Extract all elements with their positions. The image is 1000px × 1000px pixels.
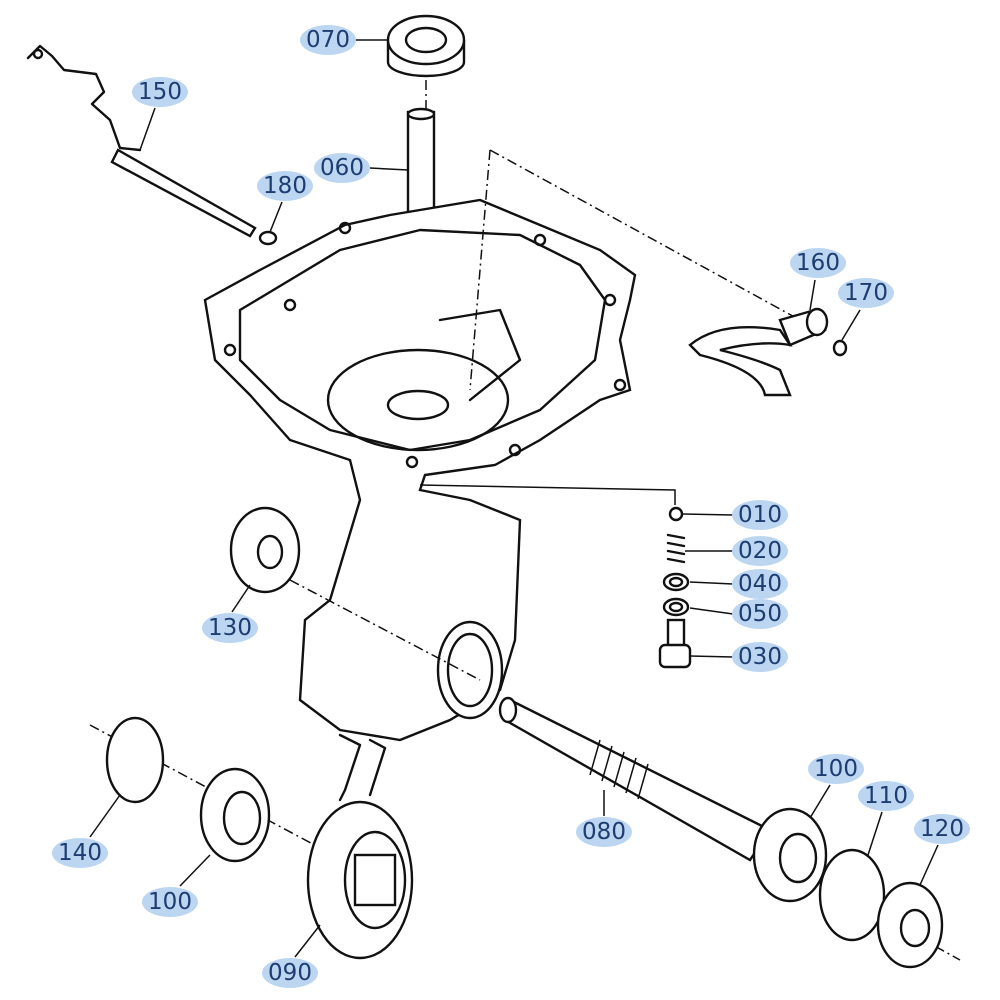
svg-text:060: 060: [320, 155, 364, 181]
gear-case-housing-drawing: [203, 198, 637, 802]
part-label-140[interactable]: 140: [52, 838, 108, 868]
svg-text:180: 180: [263, 173, 307, 199]
svg-text:100: 100: [148, 889, 192, 915]
part-label-040[interactable]: 040: [732, 569, 788, 599]
svg-text:030: 030: [738, 644, 782, 670]
part-label-090[interactable]: 090: [262, 958, 318, 988]
bearing-100-left-drawing: [199, 767, 271, 863]
svg-text:050: 050: [738, 601, 782, 627]
part-label-120[interactable]: 120: [914, 814, 970, 844]
svg-text:070: 070: [306, 27, 350, 53]
clip-170-drawing: [832, 339, 848, 357]
bearing-100-right-drawing: [752, 807, 828, 903]
part-label-180[interactable]: 180: [257, 171, 313, 201]
part-label-100-right[interactable]: 100: [808, 754, 864, 784]
part-labels: 070 150 060 180 160 170 010 020 040 050 …: [52, 25, 970, 988]
svg-text:120: 120: [920, 816, 964, 842]
svg-text:150: 150: [138, 79, 182, 105]
svg-text:140: 140: [58, 840, 102, 866]
output-shaft-080-drawing: [498, 696, 772, 862]
detent-parts-drawing: [419, 484, 692, 669]
part-label-130[interactable]: 130: [202, 613, 258, 643]
svg-text:010: 010: [738, 502, 782, 528]
svg-text:110: 110: [864, 783, 908, 809]
part-label-150[interactable]: 150: [132, 77, 188, 107]
part-label-080[interactable]: 080: [576, 817, 632, 847]
part-label-030[interactable]: 030: [732, 642, 788, 672]
part-label-170[interactable]: 170: [838, 278, 894, 308]
part-label-100-left[interactable]: 100: [142, 887, 198, 917]
oil-seal-120-drawing: [876, 881, 944, 969]
part-label-110[interactable]: 110: [858, 781, 914, 811]
part-label-050[interactable]: 050: [732, 599, 788, 629]
svg-text:090: 090: [268, 960, 312, 986]
svg-text:130: 130: [208, 615, 252, 641]
part-label-020[interactable]: 020: [732, 536, 788, 566]
shim-140-drawing: [105, 716, 165, 804]
shift-fork-160-drawing: [688, 307, 829, 397]
svg-text:020: 020: [738, 538, 782, 564]
part-label-010[interactable]: 010: [732, 500, 788, 530]
leader-lines: [89, 39, 939, 958]
bearing-070-drawing: [386, 14, 466, 110]
shift-lever-150-drawing: [26, 44, 257, 238]
svg-text:160: 160: [796, 250, 840, 276]
part-label-060[interactable]: 060: [314, 153, 370, 183]
o-ring-180-drawing: [258, 230, 278, 246]
svg-text:170: 170: [844, 280, 888, 306]
bevel-gear-090-drawing: [306, 800, 414, 960]
svg-text:080: 080: [582, 819, 626, 845]
oil-seal-130-drawing: [229, 506, 481, 681]
svg-text:040: 040: [738, 571, 782, 597]
part-label-160[interactable]: 160: [790, 248, 846, 278]
svg-text:100: 100: [814, 756, 858, 782]
shim-110-drawing: [818, 848, 886, 942]
part-label-070[interactable]: 070: [300, 25, 356, 55]
